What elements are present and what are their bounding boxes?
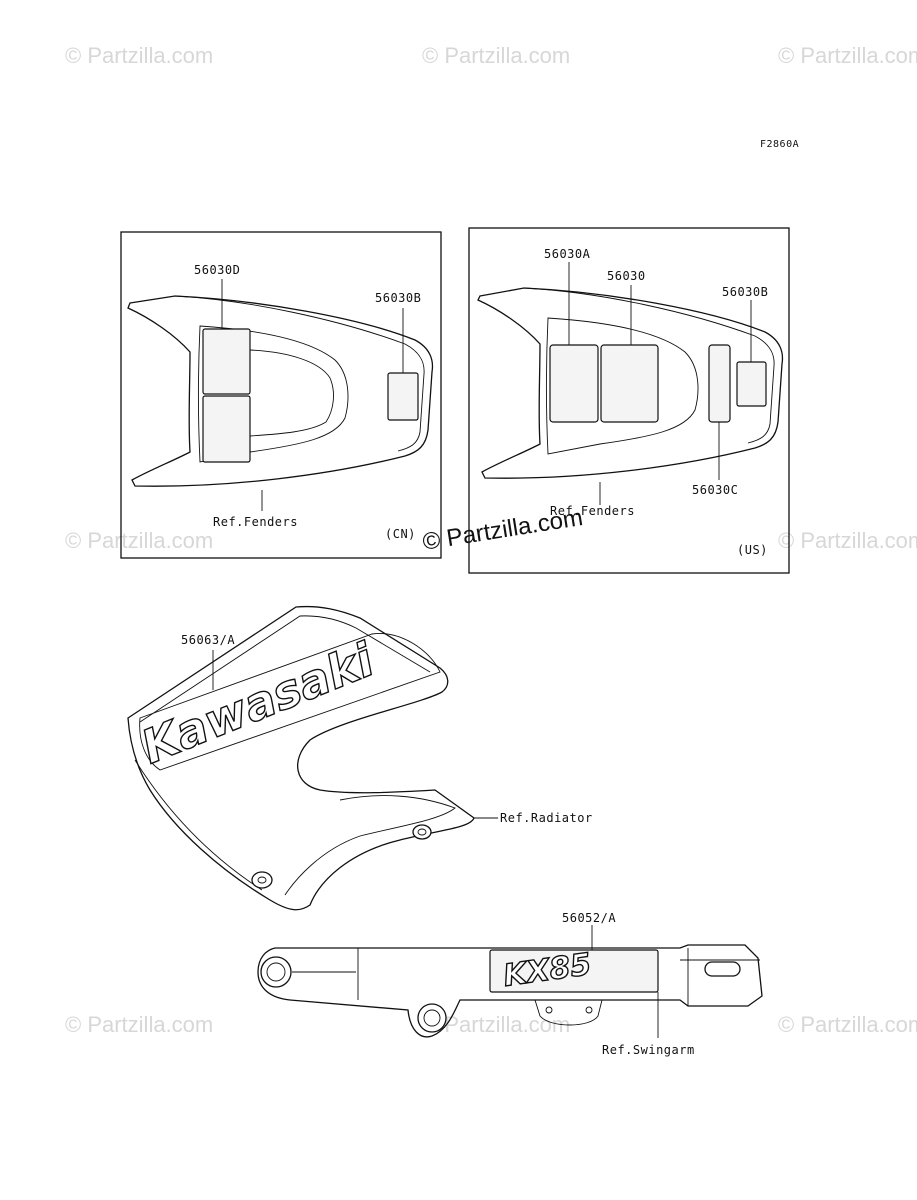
label-ref-fenders-us: Ref.Fenders: [550, 504, 635, 518]
decal-56030D-lower: [202, 395, 251, 463]
watermark-bottom-right: © Partzilla.com: [778, 1012, 917, 1037]
shroud-brand-logo: Kawasaki: [134, 632, 383, 774]
shroud-outline: [127, 605, 475, 911]
watermark-bottom-left: © Partzilla.com: [65, 1012, 213, 1037]
label-ref-swingarm: Ref.Swingarm: [602, 1043, 695, 1057]
watermark-top-center: © Partzilla.com: [422, 43, 570, 68]
swingarm-axle-slot: [704, 961, 741, 977]
label-56030A: 56030A: [544, 247, 591, 261]
label-ref-fenders-cn: Ref.Fenders: [213, 515, 298, 529]
watermark-mid-left: © Partzilla.com: [65, 528, 213, 553]
watermark-mid-right: © Partzilla.com: [778, 528, 917, 553]
label-ref-radiator: Ref.Radiator: [500, 811, 593, 825]
label-56030B-us: 56030B: [722, 285, 768, 299]
label-region-cn: (CN): [385, 527, 416, 541]
fender-us-outline: [477, 287, 784, 479]
swingarm-decal: [489, 949, 659, 993]
fender-cn-cutout: [198, 325, 349, 463]
figure-code: F2860A: [760, 139, 799, 150]
watermark-top-left: © Partzilla.com: [65, 43, 213, 68]
radiator-shroud: Kawasaki 56063/A Ref.Radiator: [127, 605, 593, 911]
decal-56030D-upper: [202, 328, 251, 395]
label-56030D: 56030D: [194, 263, 240, 277]
watermarks: © Partzilla.com © Partzilla.com © Partzi…: [65, 43, 917, 1037]
fender-us-cutout: [546, 317, 699, 455]
watermark-center: © Partzilla.com: [421, 504, 585, 556]
panel-us-frame: [468, 227, 790, 574]
label-56030: 56030: [607, 269, 646, 283]
fender-cn-outline: [127, 295, 434, 487]
decal-56030C: [708, 344, 731, 423]
decal-56030B-cn: [387, 372, 419, 421]
label-56030C: 56030C: [692, 483, 738, 497]
panel-us: 56030A 56030 56030B 56030C Ref.Fenders (…: [468, 227, 790, 574]
shroud-hole-upper: [412, 824, 432, 840]
panel-cn: 56030D 56030B Ref.Fenders (CN): [120, 231, 442, 559]
swingarm: KX85 56052/A Ref.Swingarm: [257, 911, 763, 1057]
shroud-brand-band: [139, 633, 441, 771]
label-56030B-cn: 56030B: [375, 291, 421, 305]
decal-56030A: [549, 344, 599, 423]
decal-56030B-us: [736, 361, 767, 407]
label-region-us: (US): [737, 543, 768, 557]
panel-cn-frame: [120, 231, 442, 559]
decal-56030: [600, 344, 659, 423]
label-56052A: 56052/A: [562, 911, 616, 925]
swingarm-pivot: [260, 956, 292, 988]
swingarm-outline: [257, 944, 763, 1038]
swingarm-lower-mount: [417, 1003, 447, 1033]
shroud-hole-lower: [251, 871, 273, 889]
label-56063A: 56063/A: [181, 633, 235, 647]
watermark-top-right: © Partzilla.com: [778, 43, 917, 68]
